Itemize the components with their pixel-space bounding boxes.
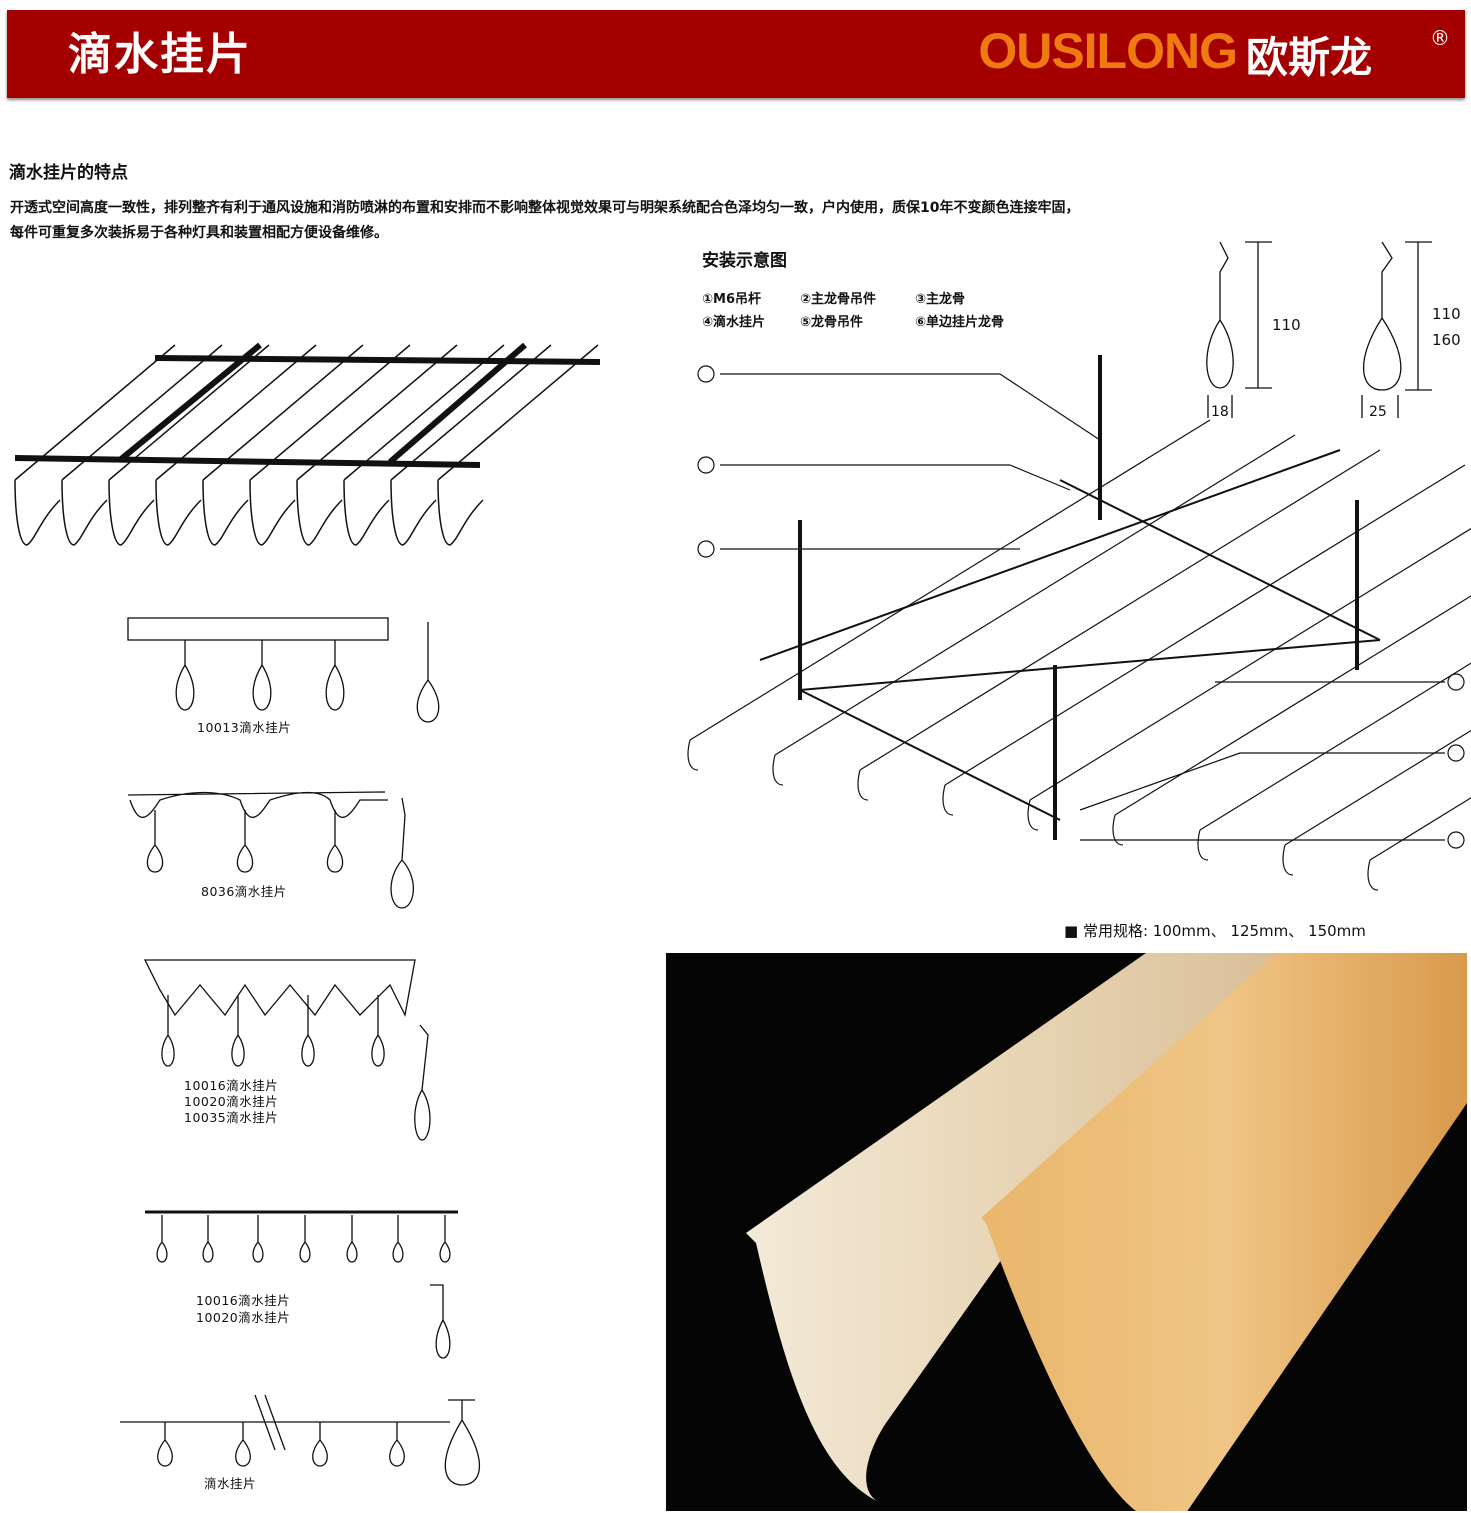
install-diagram [687, 355, 1471, 891]
slat [61, 344, 223, 546]
drop-profile [235, 1422, 251, 1467]
product-caption: 10013滴水挂片 [197, 720, 292, 735]
drop-profile [444, 1399, 480, 1486]
drop-profile [252, 1215, 264, 1263]
features-text-1: 开透式空间高度一致性，排列整齐有利于通风设施和消防喷淋的布置和安排而不影响整体视… [10, 200, 1080, 216]
dim-large-width: 25 [1369, 404, 1387, 420]
product-profiles [120, 617, 480, 1486]
header-bar [7, 10, 1465, 98]
iso-slat [857, 449, 1381, 801]
drop-profile [389, 1422, 405, 1467]
dim-large-height-b: 160 [1432, 331, 1461, 349]
legend-item: ③主龙骨 [915, 292, 966, 307]
legend-item: ⑤龙骨吊件 [800, 315, 864, 330]
slat [296, 344, 458, 546]
drop-profile [430, 1284, 451, 1359]
drop-profile [392, 1215, 404, 1263]
drop-profile [312, 1422, 328, 1467]
iso-slat [942, 464, 1466, 816]
spec-marker: ■ [1064, 922, 1079, 940]
product-caption: 10016滴水挂片 [184, 1078, 279, 1093]
registered-mark: ® [1430, 26, 1450, 50]
drop-profile [325, 640, 345, 711]
drop-profile [236, 810, 254, 873]
wood-grain-panels [746, 953, 1467, 1511]
product-photo [666, 953, 1467, 1511]
iso-slat [1197, 662, 1471, 861]
iso-slat [1367, 797, 1471, 891]
dimension-drawings [1206, 241, 1432, 418]
drop-profile [439, 1215, 451, 1263]
spec-text: ■ 常用规格: 100mm、 125mm、 150mm [1064, 920, 1366, 941]
slat [390, 344, 552, 546]
drop-profile [156, 1215, 168, 1263]
drop-profile [346, 1215, 358, 1263]
drop-profile [252, 640, 272, 711]
drop-profile [301, 995, 315, 1067]
brand-logo: OUSILONG [978, 23, 1238, 79]
legend-item: ②主龙骨吊件 [800, 292, 877, 307]
features-heading: 滴水挂片的特点 [9, 163, 128, 183]
ceiling-iso-drawing [14, 342, 601, 546]
iso-slat [1112, 595, 1471, 846]
drop-profile [231, 995, 245, 1067]
iso-slat [772, 434, 1296, 786]
product-caption: 10020滴水挂片 [184, 1094, 279, 1109]
drop-profile [175, 640, 195, 711]
legend-item: ①M6吊杆 [702, 292, 761, 307]
product-caption: 滴水挂片 [204, 1476, 257, 1491]
drop-profile [371, 995, 385, 1067]
drop-profile [202, 1215, 214, 1263]
slat [437, 344, 599, 546]
slat [155, 344, 317, 546]
drop-profile [416, 622, 440, 723]
drop-profile [146, 810, 164, 873]
brand-logo-cn: 欧斯龙 [1246, 33, 1373, 82]
features-text-2: 每件可重复多次装拆易于各种灯具和装置相配方便设备维修。 [10, 225, 388, 241]
drop-profile [326, 810, 344, 873]
install-heading: 安装示意图 [702, 251, 787, 271]
slat [343, 344, 505, 546]
dim-small-width: 18 [1211, 404, 1229, 420]
slat [249, 344, 411, 546]
slat [14, 344, 176, 546]
iso-slat [1027, 527, 1471, 831]
drop-profile [157, 1422, 173, 1467]
dim-large-height-a: 110 [1432, 305, 1461, 323]
drop-profile [299, 1215, 311, 1263]
page-title: 滴水挂片 [68, 29, 252, 80]
iso-slat [687, 419, 1211, 771]
product-caption: 10020滴水挂片 [196, 1310, 291, 1325]
product-caption: 8036滴水挂片 [201, 884, 287, 899]
slat [108, 344, 270, 546]
product-caption: 10016滴水挂片 [196, 1293, 291, 1308]
product-caption: 10035滴水挂片 [184, 1110, 279, 1125]
drop-profile [161, 995, 175, 1067]
iso-slat [1282, 729, 1471, 876]
spec-sizes: 常用规格: 100mm、 125mm、 150mm [1082, 922, 1366, 940]
drop-profile [414, 1024, 431, 1141]
drop-profile [390, 797, 415, 909]
legend-item: ④滴水挂片 [702, 315, 766, 330]
legend-item: ⑥单边挂片龙骨 [915, 315, 1005, 330]
slat [202, 344, 364, 546]
dim-small-height: 110 [1272, 316, 1301, 334]
